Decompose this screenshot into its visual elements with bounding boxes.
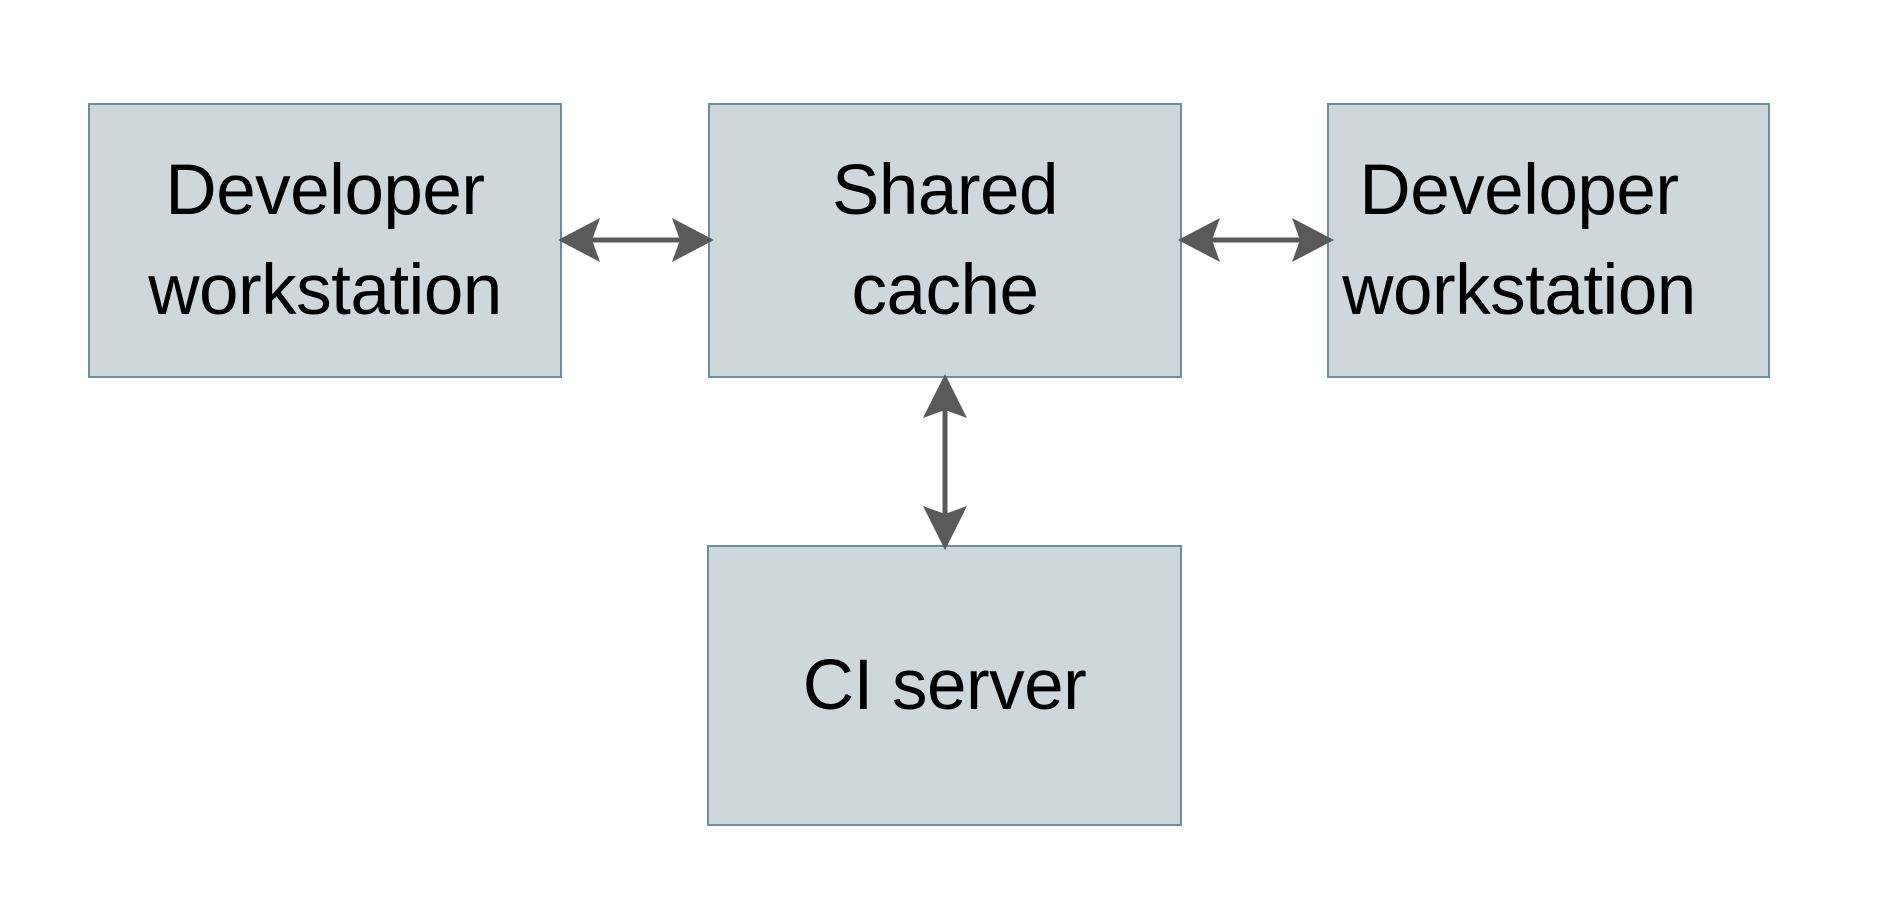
node-developer-workstation-left[interactable]: Developer workstation (88, 103, 562, 378)
node-shared-cache[interactable]: Shared cache (708, 103, 1182, 378)
double-arrow-horizontal-icon (558, 218, 714, 262)
node-label: CI server (802, 645, 1087, 725)
node-label: Developer workstation (1342, 150, 1696, 330)
edge-dev-left-to-shared-cache (556, 209, 716, 271)
double-arrow-vertical-icon (923, 374, 967, 550)
node-label: Shared cache (832, 150, 1058, 330)
node-ci-server[interactable]: CI server (707, 545, 1182, 826)
node-label: Developer workstation (148, 150, 502, 330)
node-developer-workstation-right[interactable]: Developer workstation (1327, 103, 1770, 378)
edge-shared-cache-to-ci-server (914, 372, 976, 552)
